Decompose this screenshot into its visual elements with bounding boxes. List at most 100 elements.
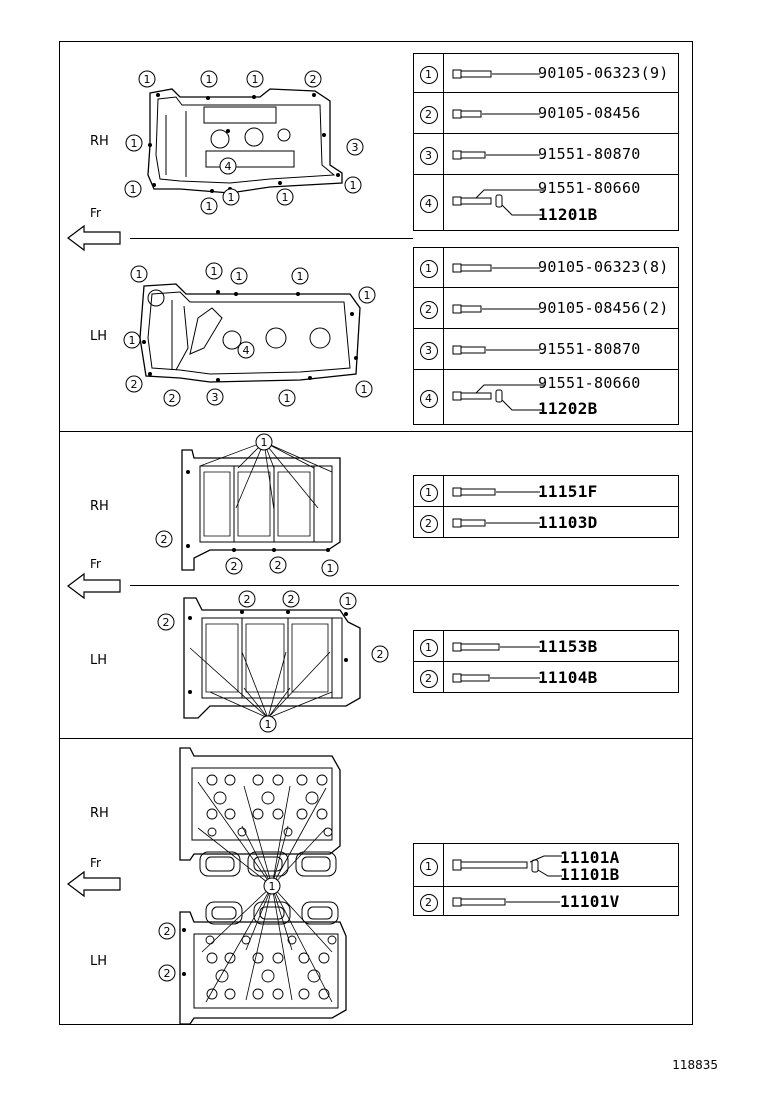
part-number: 90105-08456(2) xyxy=(538,299,669,317)
lh-cam-cover-drawing: 1 1 1 1 1 1 4 2 2 3 1 1 xyxy=(123,262,376,407)
svg-text:2: 2 xyxy=(310,73,317,86)
svg-text:2: 2 xyxy=(377,648,384,661)
svg-text:1: 1 xyxy=(228,191,235,204)
callout-number: 2 xyxy=(419,514,438,533)
part-number: 90105-06323(9) xyxy=(538,64,669,82)
svg-text:1: 1 xyxy=(282,191,289,204)
svg-text:4: 4 xyxy=(243,344,250,357)
table-row: 1 11101A 11101B xyxy=(413,843,679,887)
bolt-with-washer-icon xyxy=(452,189,544,216)
head-bolt-with-washer-icon xyxy=(452,855,562,877)
svg-text:1: 1 xyxy=(252,73,259,86)
parts-table-rh-bearing-cap: 1 11151F 2 11103D xyxy=(413,475,679,538)
svg-text:2: 2 xyxy=(244,593,251,606)
part-number: 91551-80870 xyxy=(538,145,641,163)
part-number: 11104B xyxy=(538,668,598,687)
part-number: 90105-08456 xyxy=(538,104,641,122)
svg-text:1: 1 xyxy=(265,718,272,731)
bolt-icon xyxy=(452,150,540,160)
svg-text:2: 2 xyxy=(288,593,295,606)
bolt-with-washer-icon xyxy=(452,384,544,411)
table-row: 3 91551-80870 xyxy=(413,133,679,175)
bolt-icon xyxy=(452,673,540,683)
part-number: 91551-80870 xyxy=(538,340,641,358)
side-label-rh: RH xyxy=(90,806,109,821)
callout-number: 3 xyxy=(419,341,438,360)
table-row: 1 90105-06323(9) xyxy=(413,53,679,93)
callout-number: 2 xyxy=(419,300,438,319)
front-label: Fr xyxy=(90,557,101,571)
svg-text:1: 1 xyxy=(131,137,138,150)
svg-text:1: 1 xyxy=(361,383,368,396)
svg-text:1: 1 xyxy=(130,183,137,196)
callout-number: 2 xyxy=(419,893,438,912)
cylinder-heads-drawing: 1 2 2 xyxy=(158,747,347,1025)
bolt-icon xyxy=(452,518,540,528)
side-label-lh: LH xyxy=(90,329,108,344)
svg-text:1: 1 xyxy=(129,334,136,347)
table-row: 2 11103D xyxy=(413,506,679,538)
section-divider xyxy=(59,738,693,739)
svg-text:1: 1 xyxy=(350,179,357,192)
part-number-secondary: 11201B xyxy=(538,205,598,224)
table-row: 1 90105-06323(8) xyxy=(413,247,679,288)
svg-text:1: 1 xyxy=(211,265,218,278)
svg-text:2: 2 xyxy=(169,392,176,405)
figure-number: 118835 xyxy=(672,1058,718,1072)
part-number-secondary: 11202B xyxy=(538,399,598,418)
callout-number: 1 xyxy=(419,65,438,84)
callout-number: 1 xyxy=(419,260,438,278)
section-divider xyxy=(59,431,693,432)
front-arrow-icon xyxy=(67,224,121,252)
callout-number: 3 xyxy=(419,146,438,165)
side-label-rh: RH xyxy=(90,499,109,514)
svg-text:2: 2 xyxy=(131,378,138,391)
svg-text:4: 4 xyxy=(225,160,232,173)
svg-text:1: 1 xyxy=(364,289,371,302)
part-number: 11103D xyxy=(538,513,598,532)
svg-text:2: 2 xyxy=(164,967,171,980)
bolt-icon xyxy=(452,897,560,907)
svg-text:1: 1 xyxy=(327,562,334,575)
svg-text:2: 2 xyxy=(164,925,171,938)
callout-number: 1 xyxy=(419,638,438,657)
bolt-icon xyxy=(452,304,540,314)
table-row: 3 91551-80870 xyxy=(413,328,679,370)
front-arrow-icon xyxy=(67,870,121,898)
svg-text:1: 1 xyxy=(144,73,151,86)
svg-text:3: 3 xyxy=(352,141,359,154)
table-row: 4 91551-80660 11202B xyxy=(413,369,679,425)
svg-text:1: 1 xyxy=(297,270,304,283)
rh-cam-cover-drawing: 1 1 1 2 1 3 4 1 1 1 1 1 xyxy=(124,70,364,215)
svg-text:1: 1 xyxy=(261,436,268,449)
front-label: Fr xyxy=(90,206,101,220)
svg-text:1: 1 xyxy=(206,200,213,213)
side-label-lh: LH xyxy=(90,954,108,969)
bolt-icon xyxy=(452,345,540,355)
part-number: 91551-80660 xyxy=(538,179,641,197)
bolt-icon xyxy=(452,642,540,652)
table-row: 4 91551-80660 11201B xyxy=(413,174,679,231)
callout-number: 1 xyxy=(419,857,438,876)
part-number: 90105-06323(8) xyxy=(538,258,669,276)
front-label: Fr xyxy=(90,856,101,870)
parts-table-cylinder-head: 1 11101A 11101B 2 11101V xyxy=(413,843,679,916)
callout-number: 2 xyxy=(419,669,438,688)
section-separator-line xyxy=(130,238,413,239)
lh-bearing-cap-drawing: 2 2 1 2 2 1 xyxy=(157,590,389,733)
table-row: 1 11153B xyxy=(413,630,679,662)
parts-table-rh-cam-cover: 1 90105-06323(9) 2 90105-08456 3 91551-8… xyxy=(413,53,679,231)
callout-number: 2 xyxy=(419,105,438,124)
bolt-icon xyxy=(452,263,540,273)
table-row: 1 11151F xyxy=(413,475,679,507)
parts-table-lh-bearing-cap: 1 11153B 2 11104B xyxy=(413,630,679,693)
part-number-secondary: 11101B xyxy=(560,865,620,884)
table-row: 2 90105-08456(2) xyxy=(413,287,679,329)
side-label-lh: LH xyxy=(90,653,108,668)
diagram-frame xyxy=(59,41,693,1025)
svg-text:2: 2 xyxy=(275,559,282,572)
svg-text:1: 1 xyxy=(269,880,276,893)
side-label-rh: RH xyxy=(90,134,109,149)
callout-number: 4 xyxy=(419,389,438,408)
